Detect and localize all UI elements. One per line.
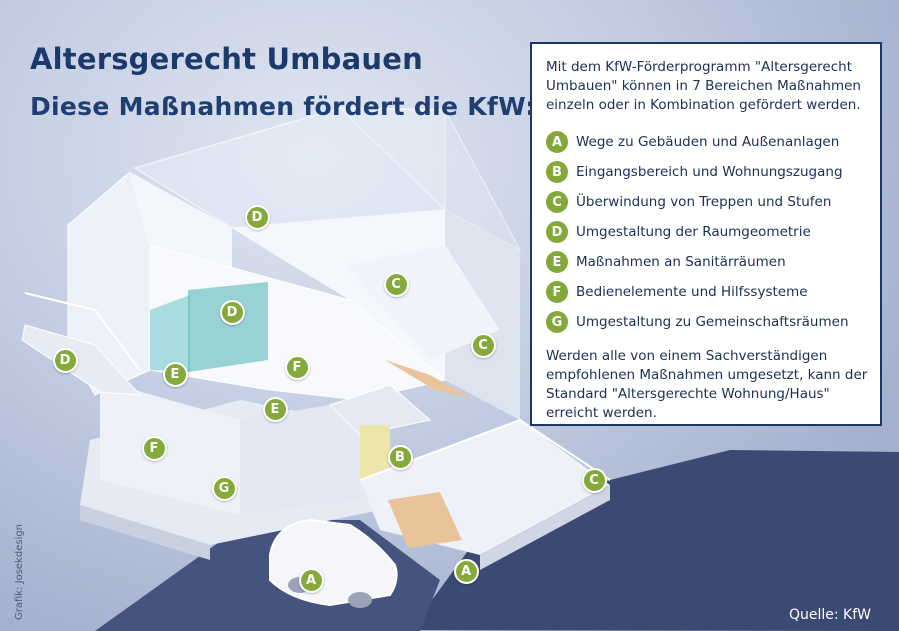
- legend-item-b: B Eingangsbereich und Wohnungszugang: [546, 157, 868, 187]
- marker-c: C: [383, 271, 409, 297]
- marker-b: B: [387, 444, 413, 470]
- marker-g: G: [211, 475, 237, 501]
- legend-label: Eingangsbereich und Wohnungszugang: [576, 163, 843, 180]
- marker-c: C: [470, 332, 496, 358]
- marker-c: C: [581, 467, 607, 493]
- marker-d: D: [52, 347, 78, 373]
- marker-a: A: [298, 567, 324, 593]
- legend-badge: F: [546, 281, 568, 303]
- legend-label: Bedienelemente und Hilfssysteme: [576, 283, 808, 300]
- legend-badge: B: [546, 161, 568, 183]
- legend-label: Umgestaltung der Raumgeometrie: [576, 223, 811, 240]
- legend-badge: G: [546, 311, 568, 333]
- legend-label: Überwindung von Treppen und Stufen: [576, 193, 832, 210]
- marker-f: F: [141, 435, 167, 461]
- legend-item-c: C Überwindung von Treppen und Stufen: [546, 187, 868, 217]
- source-label: Quelle: KfW: [788, 607, 871, 623]
- panel-intro: Mit dem KfW-Förderprogramm "Altersgerech…: [546, 59, 861, 113]
- marker-e: E: [262, 396, 288, 422]
- legend-list: A Wege zu Gebäuden und Außenanlagen B Eing…: [546, 127, 868, 337]
- legend-badge: E: [546, 251, 568, 273]
- graphic-credit: Grafik: Josekdesign: [14, 523, 25, 620]
- legend-item-f: F Bedienelemente und Hilfssysteme: [546, 277, 868, 307]
- legend-item-e: E Maßnahmen an Sanitärräumen: [546, 247, 868, 277]
- marker-a: A: [453, 558, 479, 584]
- legend-item-a: A Wege zu Gebäuden und Außenanlagen: [546, 127, 868, 157]
- panel-outro: Werden alle von einem Sachverständigen e…: [546, 348, 868, 421]
- info-panel: Mit dem KfW-Förderprogramm "Altersgerech…: [530, 42, 882, 426]
- legend-badge: C: [546, 191, 568, 213]
- legend-label: Umgestaltung zu Gemeinschaftsräumen: [576, 313, 849, 330]
- legend-label: Maßnahmen an Sanitärräumen: [576, 253, 786, 270]
- page-title: Altersgerecht Umbauen: [30, 42, 423, 76]
- legend-badge: D: [546, 221, 568, 243]
- marker-e: E: [162, 361, 188, 387]
- legend-badge: A: [546, 131, 568, 153]
- legend-item-g: G Umgestaltung zu Gemeinschaftsräumen: [546, 307, 868, 337]
- page-subtitle: Diese Maßnahmen fördert die KfW:: [30, 92, 536, 121]
- legend-label: Wege zu Gebäuden und Außenanlagen: [576, 133, 840, 150]
- legend-item-d: D Umgestaltung der Raumgeometrie: [546, 217, 868, 247]
- marker-f: F: [284, 354, 310, 380]
- marker-d: D: [244, 204, 270, 230]
- marker-d: D: [219, 299, 245, 325]
